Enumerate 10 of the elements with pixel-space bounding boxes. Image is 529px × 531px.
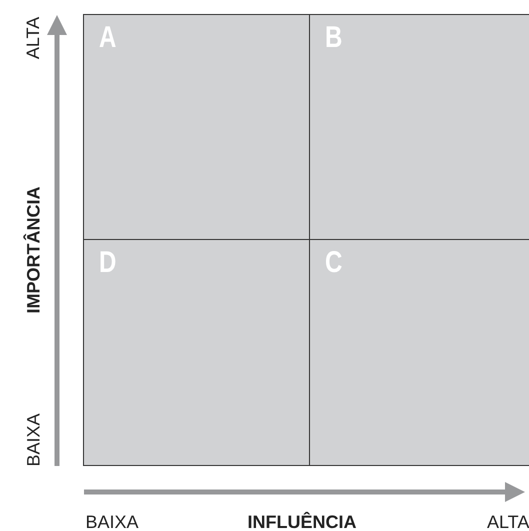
- quadrant-box: [309, 239, 529, 466]
- axis-label: INFLUÊNCIA: [248, 513, 356, 531]
- quadrant-box: [309, 14, 529, 241]
- axis-label: BAIXA: [24, 413, 42, 467]
- axis-label: ALTA: [24, 16, 42, 60]
- quadrant-box: [83, 239, 311, 466]
- axis-label: BAIXA: [86, 513, 139, 531]
- quadrant-box: [83, 14, 311, 241]
- axis-label: IMPORTÂNCIA: [24, 186, 42, 314]
- axis-label: ALTA: [487, 513, 529, 531]
